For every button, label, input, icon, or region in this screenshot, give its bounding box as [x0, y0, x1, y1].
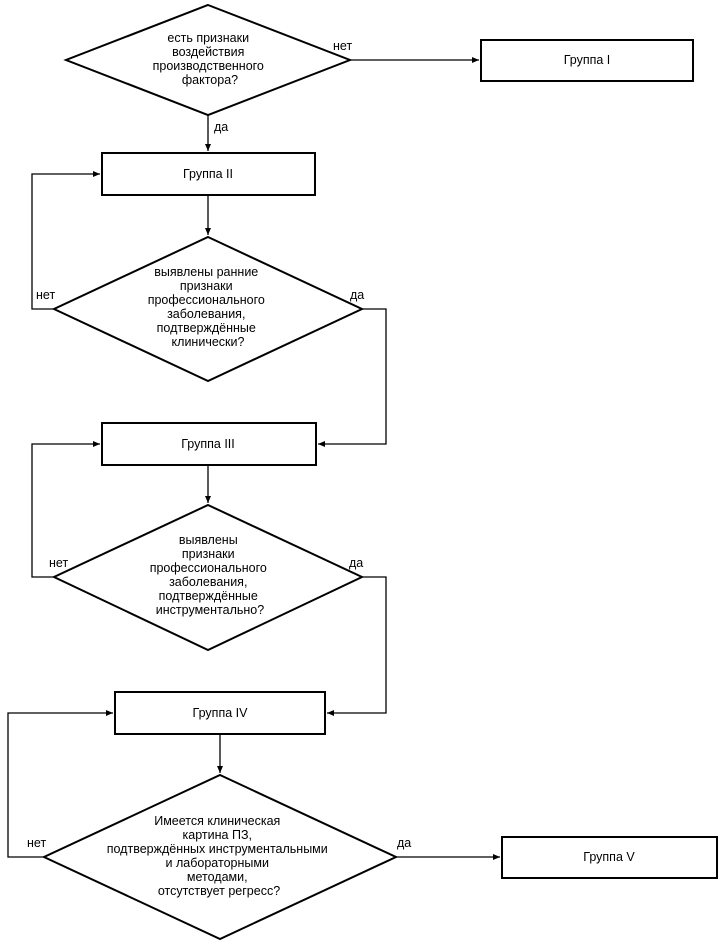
decision-3-text: выявлены признаки профессионального забо…: [150, 533, 271, 617]
arrow-d3-yes-group4: [327, 576, 387, 716]
decision-2-diamond: [51, 235, 365, 383]
label-no-d1: нет: [333, 39, 352, 53]
group-1-label: Группа I: [564, 53, 611, 67]
arrow-d4-no-loop: [7, 710, 113, 858]
group-5-label: Группа V: [583, 850, 635, 864]
label-no-d2: нет: [36, 288, 55, 302]
label-no-d4: нет: [27, 836, 46, 850]
group-1-box: [480, 39, 694, 82]
label-yes-d4: да: [397, 836, 411, 850]
decision-3-diamond: [51, 503, 365, 652]
group-4-box: [114, 691, 326, 735]
decision-1-text: есть признаки воздействия производственн…: [153, 31, 268, 87]
group-2-label: Группа II: [183, 167, 233, 181]
group-3-box: [101, 422, 317, 466]
label-yes-d2: да: [350, 288, 364, 302]
arrow-d2-yes-group3: [318, 308, 387, 447]
group-3-label: Группа III: [181, 437, 235, 451]
group-5-box: [501, 836, 718, 879]
decision-4-diamond: [41, 773, 399, 941]
decision-2-text: выявлены ранние признаки профессионально…: [148, 265, 269, 349]
decision-4-text: Имеется клиническая картина ПЗ, подтверж…: [107, 814, 332, 898]
label-no-d3: нет: [49, 556, 68, 570]
arrow-d3-no-loop: [31, 441, 100, 578]
label-yes-d3: да: [349, 556, 363, 570]
group-4-label: Группа IV: [193, 706, 249, 720]
group-2-box: [101, 152, 316, 196]
label-yes-d1: да: [214, 120, 228, 134]
arrow-d2-no-loop: [31, 171, 100, 310]
